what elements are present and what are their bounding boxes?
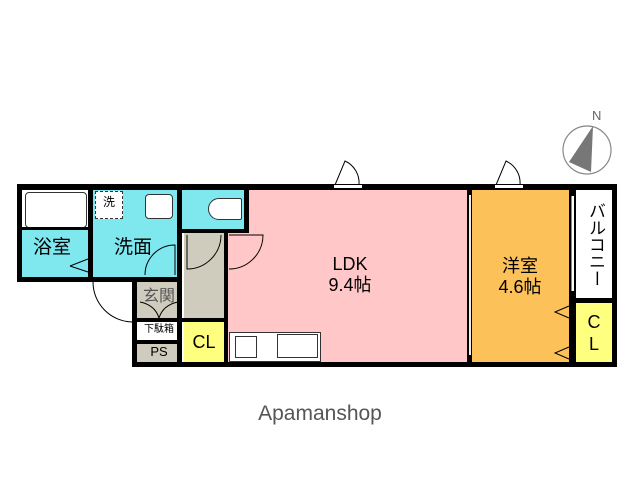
outer-wall-top [17, 184, 617, 190]
ps-label: PS [150, 344, 168, 359]
kitchen-sink [277, 334, 318, 358]
balcony [576, 190, 612, 298]
stove [235, 336, 257, 358]
sink [145, 194, 173, 219]
entrance-label: 玄関 [142, 288, 175, 305]
entrance-bottom-wall [137, 318, 227, 322]
bath-tub [25, 192, 87, 228]
hallway [184, 232, 224, 318]
ldk-window [334, 185, 362, 188]
shoe-ps-wall [137, 340, 181, 344]
closet-right [576, 303, 612, 363]
western-label: 洋室 [502, 256, 538, 276]
closet-right-label: CL [587, 312, 601, 354]
outer-wall-bottom [132, 362, 617, 367]
shoe-box-label: 下駄箱 [144, 324, 174, 335]
bath-tub-divider [22, 227, 88, 230]
entrance [137, 282, 181, 318]
bath-bottom-wall [17, 277, 181, 282]
compass-north: N [592, 108, 601, 123]
brand-watermark: Apamanshop [258, 402, 382, 425]
washroom-label: 洗面 [113, 237, 152, 258]
ldk-size: 9.4帖 [328, 275, 372, 295]
entrance-left-wall [132, 277, 137, 367]
washer-space [95, 191, 123, 219]
toilet-right-wall [244, 184, 249, 233]
balcony-cl-wall [576, 298, 612, 303]
bath-label: 浴室 [32, 237, 71, 258]
balcony-window [571, 196, 574, 291]
washer-label: 洗 [102, 195, 115, 209]
outer-wall-left [17, 184, 22, 282]
shoe-box [137, 322, 181, 340]
outer-wall-right [612, 184, 617, 367]
ldk-label: LDK [332, 254, 368, 274]
bath-wash-wall [88, 184, 93, 282]
balcony-label: バルコニー [586, 201, 605, 287]
toilet-bottom-wall [182, 229, 248, 233]
sliding-door-ldk-western [468, 195, 471, 355]
toilet-seat [208, 198, 242, 220]
hallway-right-wall [224, 229, 228, 367]
closet-left-label: CL [192, 332, 216, 352]
western-window [495, 185, 523, 188]
closet-left [184, 322, 224, 362]
bath-room [22, 229, 88, 277]
wash-toilet-wall [177, 184, 182, 367]
ps-space [137, 344, 181, 362]
western-size: 4.6帖 [498, 277, 542, 297]
western-room [472, 190, 569, 363]
